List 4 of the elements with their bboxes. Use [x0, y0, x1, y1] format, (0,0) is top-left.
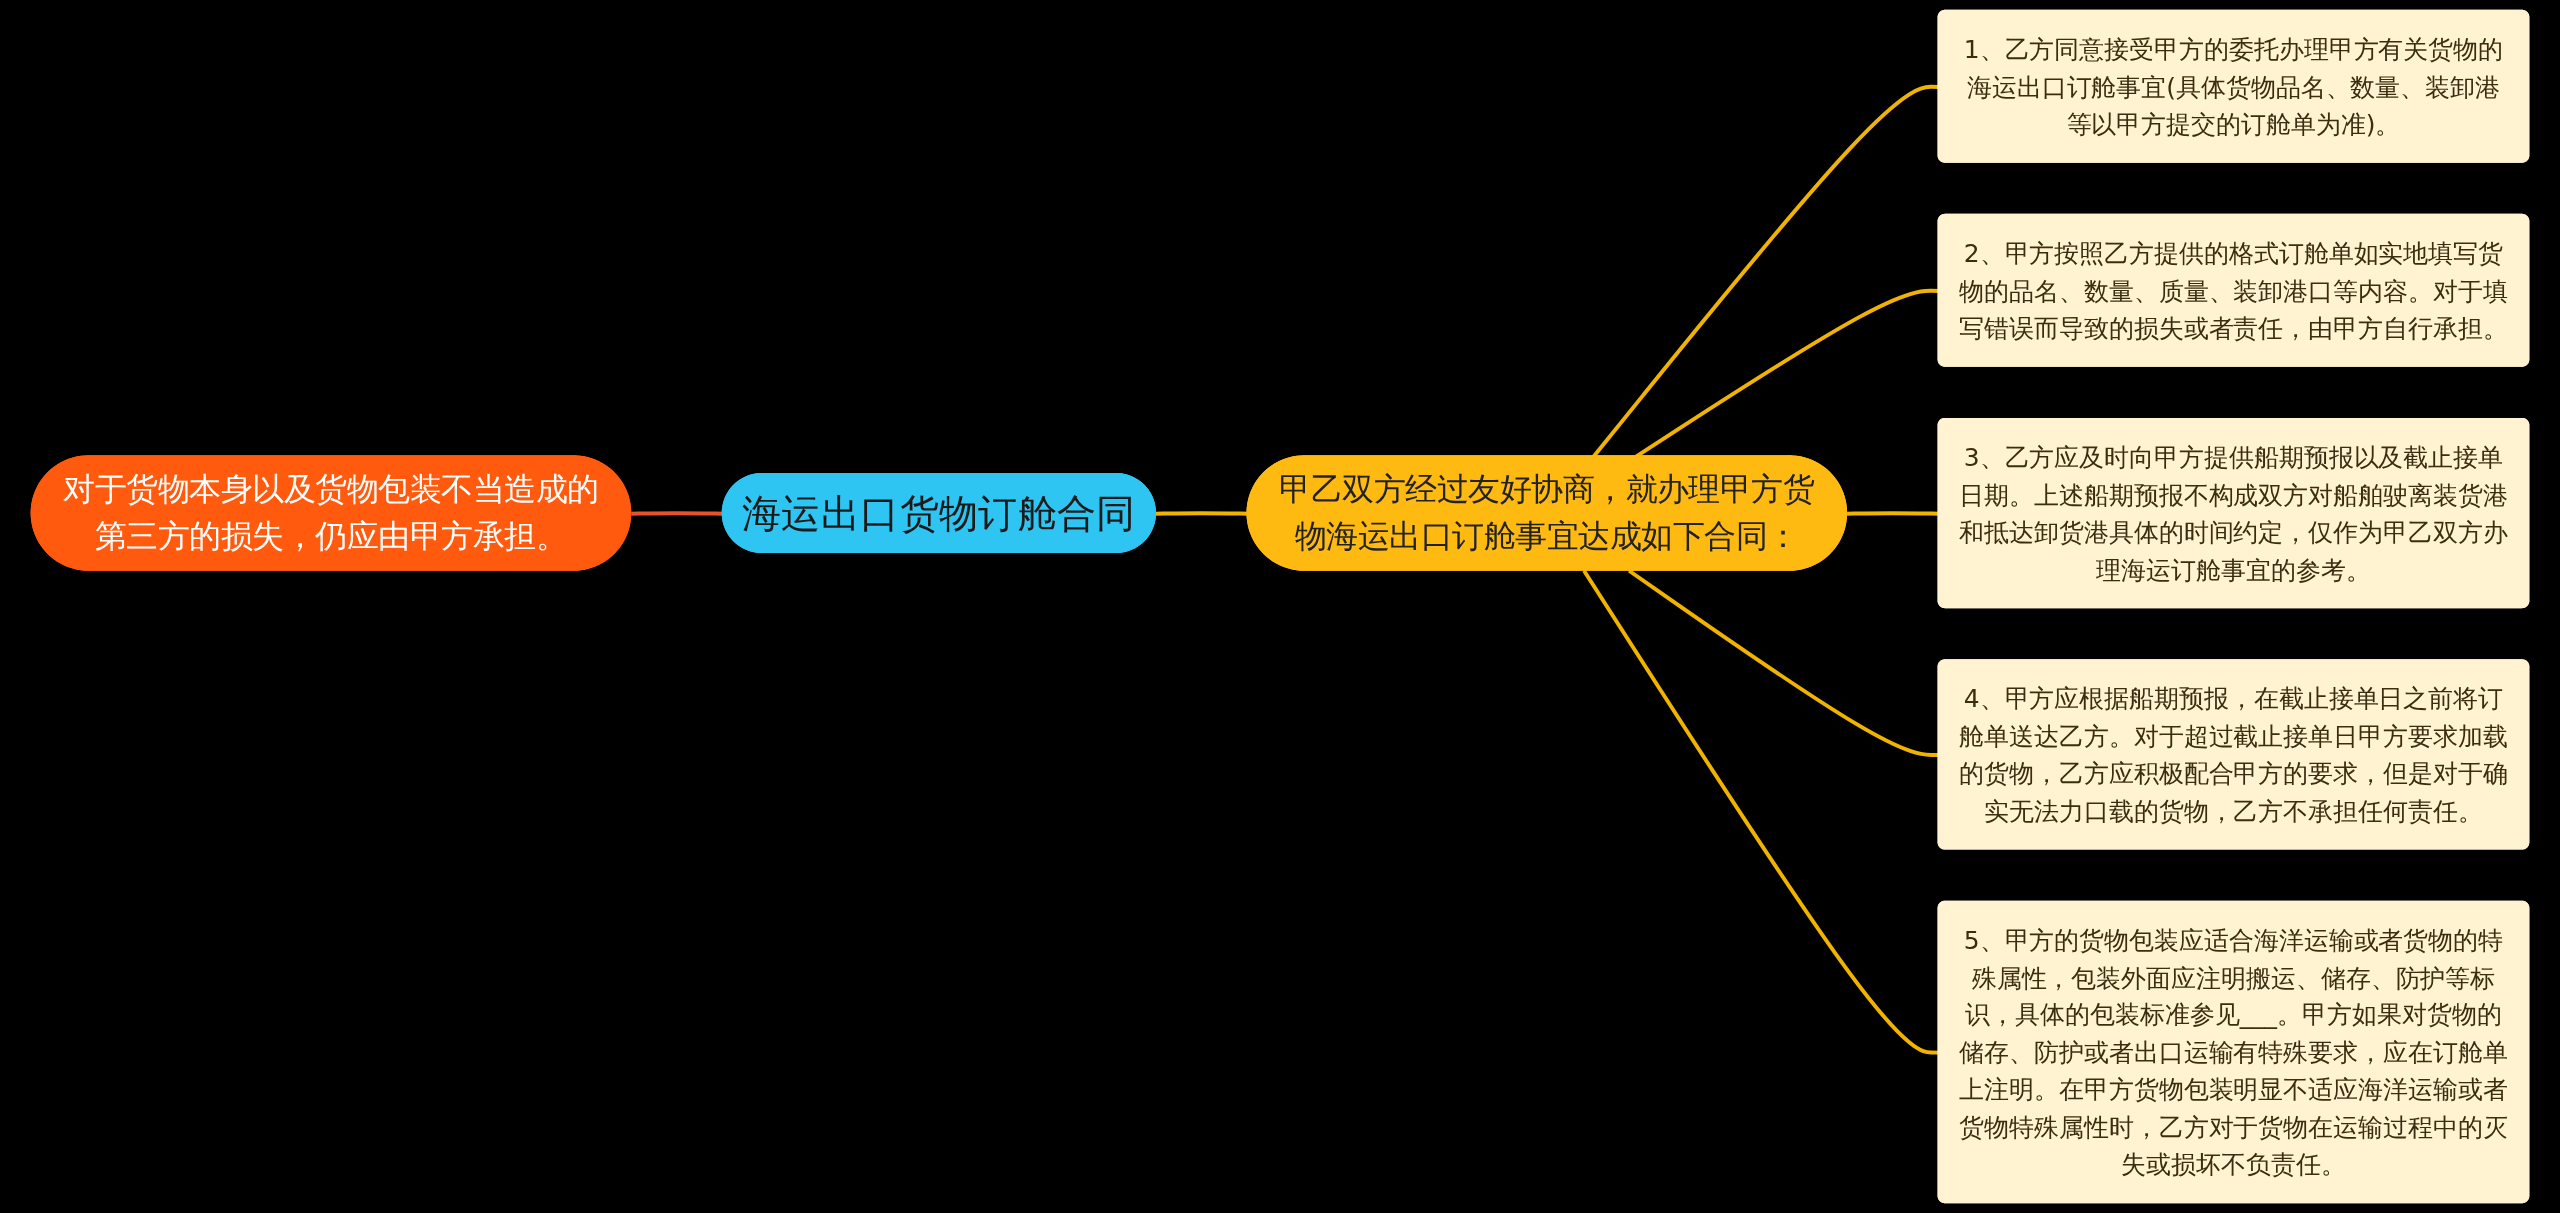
connector: [1847, 511, 1939, 516]
connector: [1155, 511, 1248, 516]
connector: [1582, 569, 1939, 1055]
connector: [1628, 569, 1939, 758]
